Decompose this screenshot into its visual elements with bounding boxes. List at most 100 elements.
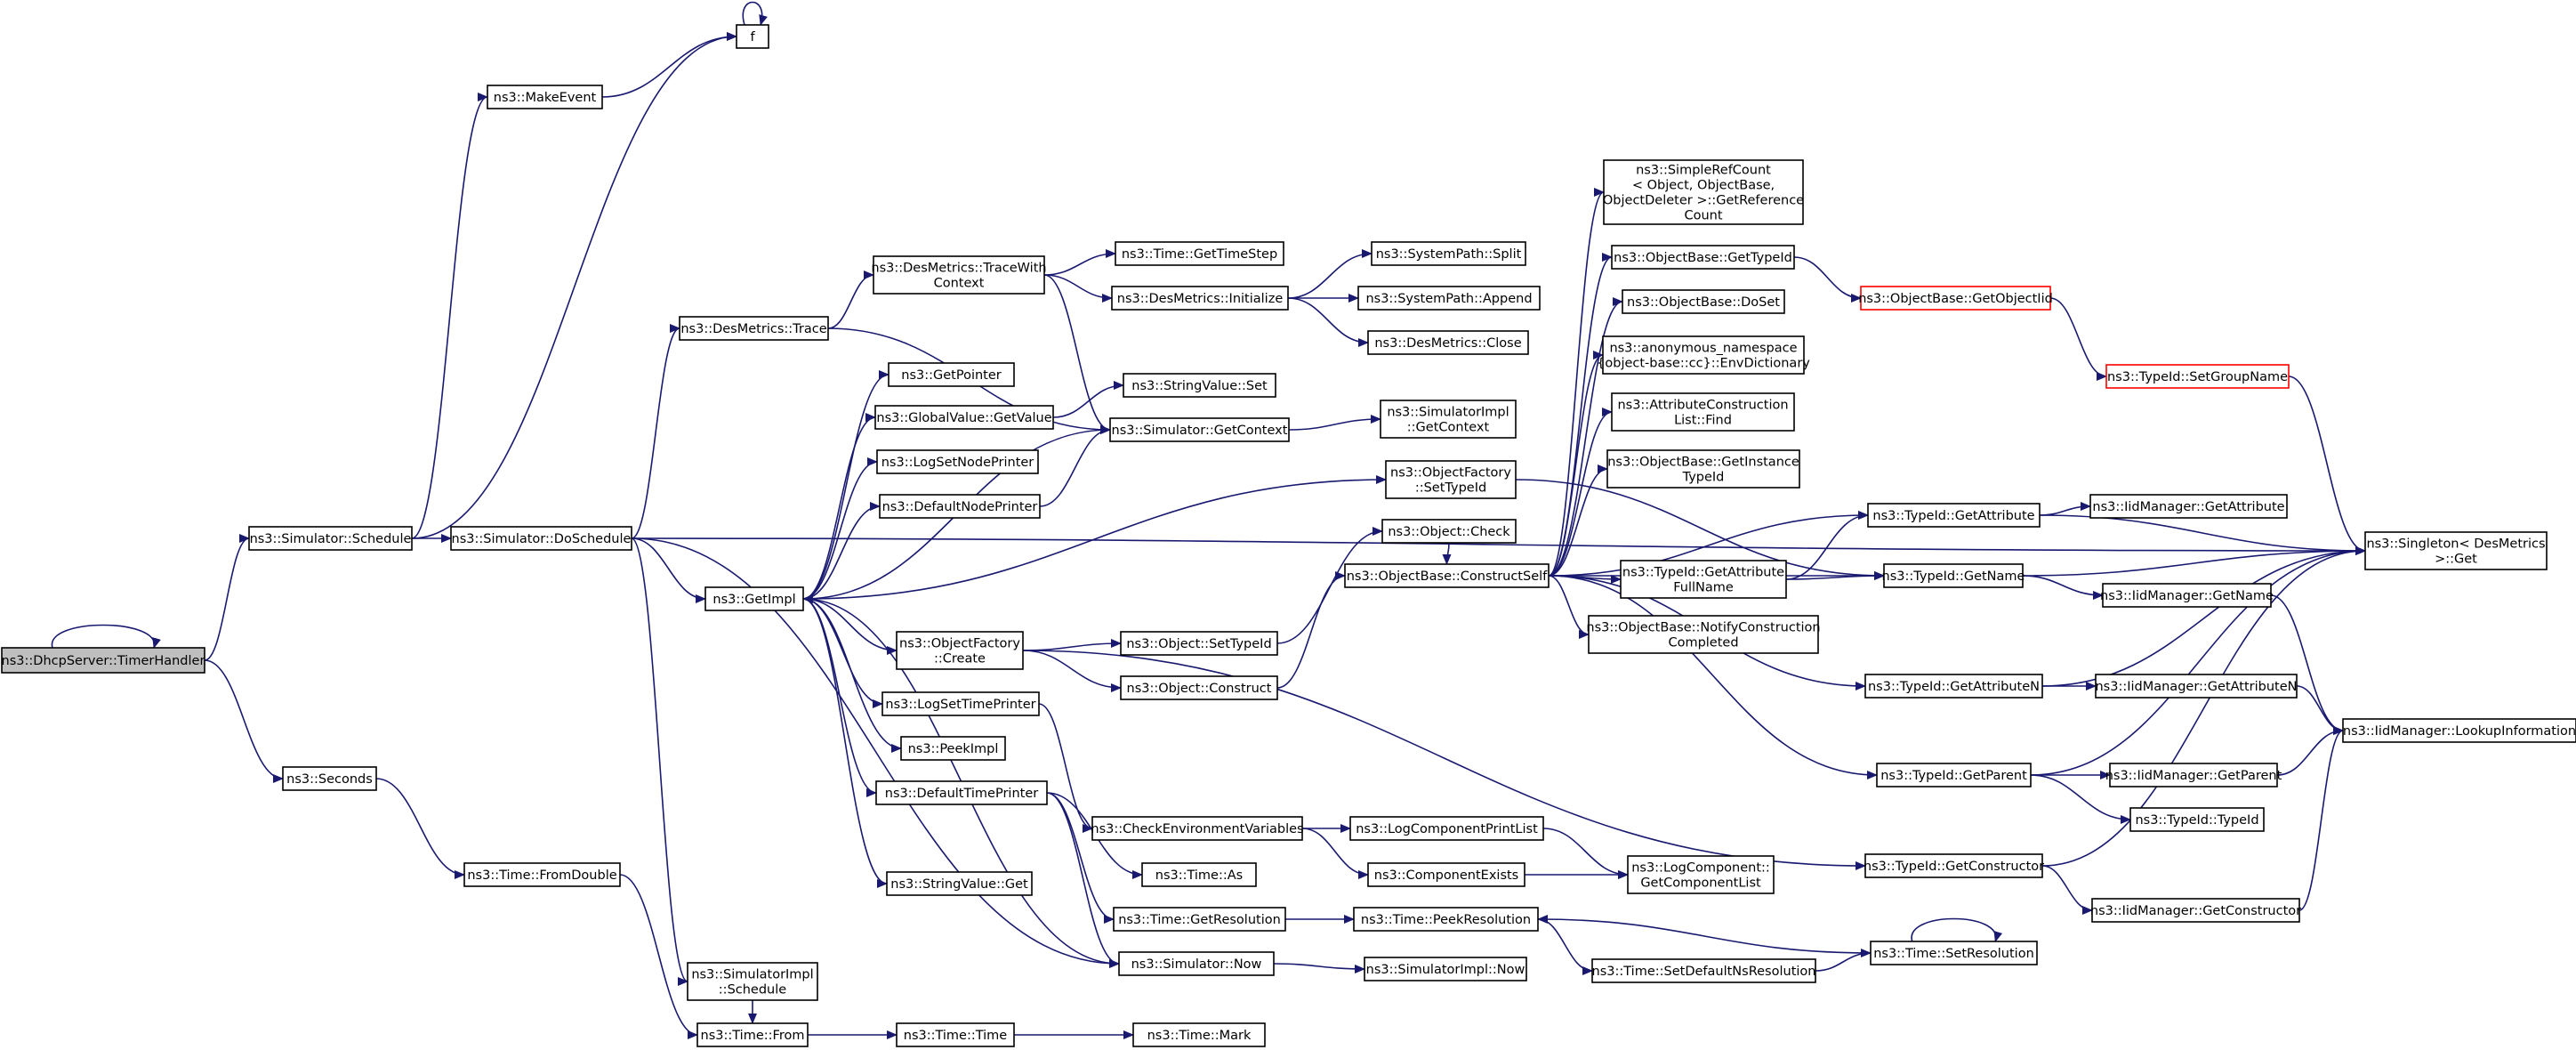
edge-iidgetname-to-iidlookupinfo [2270,594,2344,735]
node-tidsetgroupname[interactable]: ns3::TypeId::SetGroupName [2105,364,2290,389]
node-box [1860,286,2051,311]
node-objconstruct[interactable]: ns3::Object::Construct [1120,675,1278,700]
node-ofcreate[interactable]: ns3::ObjectFactory::Create [896,631,1024,670]
node-seconds[interactable]: ns3::Seconds [282,766,377,791]
node-timeas[interactable]: ns3::Time::As [1141,862,1257,887]
node-setdefaultnsres[interactable]: ns3::Time::SetDefaultNsResolution [1591,958,1816,983]
node-timetime[interactable]: ns3::Time::Time [896,1022,1015,1047]
node-schedule[interactable]: ns3::Simulator::Schedule [248,526,413,551]
node-tidgetattributen[interactable]: ns3::TypeId::GetAttributeN [1864,674,2043,699]
node-tidgetparent[interactable]: ns3::TypeId::GetParent [1876,763,2032,788]
edge-getimpl-to-ofcreate [802,598,898,655]
node-constructself[interactable]: ns3::ObjectBase::ConstructSelf [1344,563,1550,588]
node-obdoset[interactable]: ns3::ObjectBase::DoSet [1622,289,1785,314]
node-box [2089,494,2288,519]
node-objcheck[interactable]: ns3::Object::Check [1381,519,1517,544]
node-ofsettypeid[interactable]: ns3::ObjectFactory::SetTypeId [1385,460,1517,499]
node-label: ns3::Time::Time [904,1029,1008,1043]
node-getobjectiid[interactable]: ns3::ObjectBase::GetObjectIid [1858,286,2053,311]
node-getimpl[interactable]: ns3::GetImpl [704,586,804,611]
node-iidgetconstructor[interactable]: ns3::IidManager::GetConstructor [2090,898,2301,923]
node-label: ns3::ObjectBase::DoSet [1627,295,1780,310]
node-label: < Object, ObjectBase, [1632,179,1775,193]
node-iidgetattribute[interactable]: ns3::IidManager::GetAttribute [2089,494,2288,519]
node-box [874,405,1054,430]
edge-getimpl-to-ofsettypeid [802,475,1387,600]
node-checkenv[interactable]: ns3::CheckEnvironmentVariables [1091,816,1304,841]
node-simgetcontext[interactable]: ns3::Simulator::GetContext [1109,417,1290,442]
node-timemark[interactable]: ns3::Time::Mark [1132,1022,1266,1047]
node-dminitialize[interactable]: ns3::DesMetrics::Initialize [1111,286,1289,311]
node-iidgetattributen[interactable]: ns3::IidManager::GetAttributeN [2095,674,2298,699]
node-simnow[interactable]: ns3::Simulator::Now [1118,951,1275,976]
node-getcomponentlist[interactable]: ns3::LogComponent::GetComponentList [1627,855,1775,894]
node-doschedule[interactable]: ns3::Simulator::DoSchedule [450,526,632,551]
node-layer: ns3::DhcpServer::TimerHandlerns3::Simula… [1,24,2576,1047]
node-timefrom[interactable]: ns3::Time::From [696,1022,809,1047]
node-peekimpl[interactable]: ns3::PeekImpl [900,736,1006,761]
node-tidgetconstructor[interactable]: ns3::TypeId::GetConstructor [1864,853,2044,878]
node-f[interactable]: f [736,24,769,49]
node-label: ns3::Time::FromDouble [467,868,616,883]
node-box [1606,449,1800,489]
node-gvgetvalue[interactable]: ns3::GlobalValue::GetValue [874,405,1054,430]
node-spsplit[interactable]: ns3::SystemPath::Split [1371,241,1526,266]
node-envdictionary[interactable]: ns3::anonymous_namespace{object-base::cc… [1597,335,1810,375]
node-getresolution[interactable]: ns3::Time::GetResolution [1113,907,1286,932]
node-box [1344,563,1550,588]
node-simimplnow[interactable]: ns3::SimulatorImpl::Now [1364,957,1527,981]
node-iidgetparent[interactable]: ns3::IidManager::GetParent [2105,763,2282,788]
node-tidgetattribute[interactable]: ns3::TypeId::GetAttribute [1867,503,2041,528]
node-iidgetname[interactable]: ns3::IidManager::GetName [2100,583,2274,608]
node-simimplgetcontext[interactable]: ns3::SimulatorImpl::GetContext [1380,400,1517,439]
node-label: ns3::DhcpServer::TimerHandler [2,654,205,668]
node-timerhandler[interactable]: ns3::DhcpServer::TimerHandler [1,647,205,674]
node-stringvalueset[interactable]: ns3::StringValue::Set [1123,373,1276,398]
node-label: ns3::Simulator::Now [1131,957,1262,972]
node-dmclose[interactable]: ns3::DesMetrics::Close [1367,330,1529,355]
node-singletonget[interactable]: ns3::Singleton< DesMetrics >::Get [2364,531,2548,570]
edge-defaulttimeprinter-to-simnow [1046,792,1120,968]
node-tidgetname[interactable]: ns3::TypeId::GetName [1882,563,2025,588]
node-compexists[interactable]: ns3::ComponentExists [1367,862,1525,887]
node-iidlookupinfo[interactable]: ns3::IidManager::LookupInformation [2342,718,2576,743]
node-defaulttimeprinter[interactable]: ns3::DefaultTimePrinter [875,780,1048,805]
node-stringvalueget[interactable]: ns3::StringValue::Get [886,871,1033,896]
edge-getimpl-to-gvgetvalue [802,413,876,600]
node-gettimestep[interactable]: ns3::Time::GetTimeStep [1115,241,1284,266]
node-getpointer[interactable]: ns3::GetPointer [888,362,1015,387]
node-box [888,362,1015,387]
node-label: ns3::ObjectBase::GetInstance [1607,456,1799,470]
node-makeevent[interactable]: ns3::MakeEvent [487,85,603,109]
node-label: ::Schedule [719,983,786,998]
edge-constructself-to-attrconstlistfind [1548,408,1613,577]
node-box [1864,853,2043,878]
node-simimplschedule[interactable]: ns3::SimulatorImpl::Schedule [687,962,818,1001]
node-label: f [750,30,755,44]
node-box [2109,763,2278,788]
node-obgettypeid[interactable]: ns3::ObjectBase::GetTypeId [1611,245,1795,270]
node-peekresolution[interactable]: ns3::Time::PeekResolution [1353,907,1539,932]
node-label: ::GetContext [1407,421,1490,435]
node-label: Count [1684,209,1722,223]
node-logsettimeprinter[interactable]: ns3::LogSetTimePrinter [881,691,1040,716]
node-desmetricstrace[interactable]: ns3::DesMetrics::Trace [679,316,829,341]
node-label: ns3::StringValue::Get [890,877,1028,892]
node-logsetnodeprinter[interactable]: ns3::LogSetNodePrinter [876,449,1039,474]
node-fromdouble[interactable]: ns3::Time::FromDouble [463,862,621,887]
node-tidtypeid[interactable]: ns3::TypeId::TypeId [2129,807,2265,832]
node-spappend[interactable]: ns3::SystemPath::Append [1357,286,1541,311]
node-objsettypeid[interactable]: ns3::Object::SetTypeId [1120,631,1278,656]
node-obnotifyconstcompleted[interactable]: ns3::ObjectBase::NotifyConstructionCompl… [1586,615,1821,654]
node-logcompprintlist[interactable]: ns3::LogComponentPrintList [1349,816,1544,841]
node-box [1883,563,2024,588]
edge-f-to-f [742,1,768,26]
node-timesetresolution[interactable]: ns3::Time::SetResolution [1870,941,2038,965]
edge-checkenv-to-compexists [1301,828,1369,879]
node-defaultnodeprinter[interactable]: ns3::DefaultNodePrinter [879,494,1041,519]
node-simplerefcount[interactable]: ns3::SimpleRefCount< Object, ObjectBase,… [1603,159,1804,225]
